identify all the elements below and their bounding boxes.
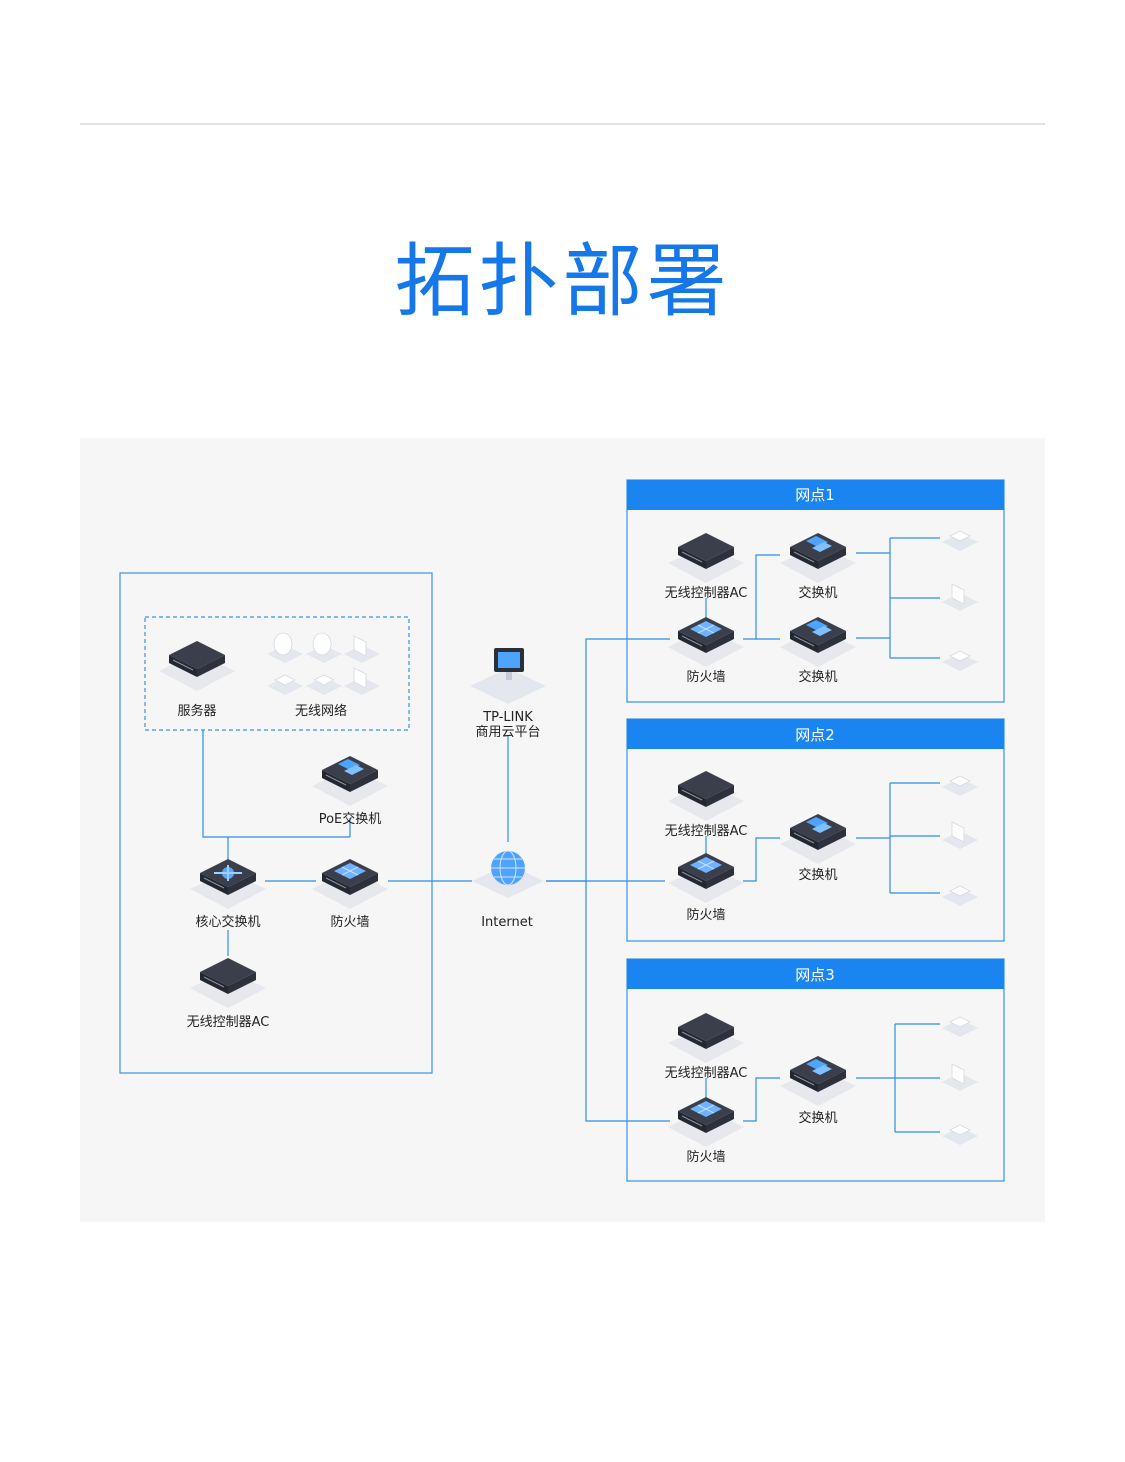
site3-ap-icon bbox=[941, 1016, 979, 1038]
site3-header-label: 网点3 bbox=[795, 966, 835, 984]
site2-header bbox=[627, 719, 1004, 749]
site2-firewall-label: 防火墙 bbox=[686, 907, 725, 923]
ap-disc-icon bbox=[305, 632, 343, 664]
site2-switch-label: 交换机 bbox=[798, 867, 837, 883]
server-link bbox=[202, 730, 350, 838]
site2-ap-icon bbox=[941, 885, 979, 907]
site3-switch-icon bbox=[780, 1056, 856, 1106]
site1-ap-icon bbox=[941, 650, 979, 672]
cloud-label-line2: 商用云平台 bbox=[475, 725, 540, 740]
site1-header bbox=[627, 480, 1004, 510]
site2-ap-icon bbox=[941, 775, 979, 797]
poe-switch-icon bbox=[312, 756, 388, 806]
cloud-label-line1: TP-LINK bbox=[482, 710, 533, 725]
site1-fw-switch-link bbox=[743, 554, 780, 640]
globe-icon bbox=[472, 850, 544, 898]
site1-ac-label: 无线控制器AC bbox=[665, 586, 748, 601]
site1-ap-links bbox=[856, 537, 940, 659]
internet-site1-link bbox=[546, 638, 670, 882]
internet-site3-link bbox=[585, 881, 670, 1122]
hq-firewall-icon bbox=[312, 859, 388, 909]
site3-header bbox=[627, 959, 1004, 989]
site2-ap-icon bbox=[941, 821, 979, 850]
site2-fw-switch-link bbox=[743, 837, 780, 882]
site2-firewall-icon bbox=[668, 853, 744, 903]
site2-switch-icon bbox=[780, 814, 856, 864]
site3-ap-icon bbox=[941, 1063, 979, 1092]
topology-panel: 服务器 无线网络 PoE交换机 核心交换机 防火墙 无线控制器AC TP-LIN… bbox=[80, 438, 1045, 1222]
site1-header-label: 网点1 bbox=[795, 486, 835, 504]
monitor-icon bbox=[470, 648, 546, 704]
topology-diagram: 服务器 无线网络 PoE交换机 核心交换机 防火墙 无线控制器AC TP-LIN… bbox=[119, 479, 1005, 1182]
ap-ceiling-icon bbox=[266, 674, 304, 696]
ap-disc-icon bbox=[266, 632, 304, 664]
site1-ap-icon bbox=[941, 583, 979, 612]
site1-switch-label: 交换机 bbox=[798, 585, 837, 601]
top-divider bbox=[80, 123, 1045, 125]
hq-frame bbox=[119, 572, 433, 1074]
hq-ac-icon bbox=[189, 957, 267, 1009]
site2-ap-links bbox=[856, 782, 940, 894]
ap-wall-icon bbox=[343, 667, 381, 696]
poe-switch-label: PoE交换机 bbox=[319, 811, 382, 827]
server-label: 服务器 bbox=[177, 703, 216, 719]
site3-firewall-icon bbox=[668, 1097, 744, 1147]
site3-ac-label: 无线控制器AC bbox=[665, 1066, 748, 1081]
hq-ac-label: 无线控制器AC bbox=[187, 1015, 270, 1030]
site3-fw-switch-link bbox=[743, 1077, 780, 1122]
wireless-network-label: 无线网络 bbox=[295, 703, 347, 719]
site3-ap-icon bbox=[941, 1124, 979, 1146]
site2-ac-icon bbox=[667, 770, 745, 822]
site1-ap-icon bbox=[941, 530, 979, 552]
ap-ceiling-icon bbox=[305, 674, 343, 696]
core-switch-icon bbox=[190, 859, 266, 909]
site2-header-label: 网点2 bbox=[795, 726, 835, 744]
server-icon bbox=[158, 640, 236, 692]
site2-ac-label: 无线控制器AC bbox=[665, 824, 748, 839]
site3-firewall-label: 防火墙 bbox=[686, 1149, 725, 1165]
site3-ac-icon bbox=[667, 1012, 745, 1064]
site1-switch-icon bbox=[780, 533, 856, 583]
site1-switch2-label: 交换机 bbox=[798, 669, 837, 685]
site1-switch2-icon bbox=[780, 617, 856, 667]
site3-ap-links bbox=[856, 1023, 940, 1133]
site1-firewall-icon bbox=[668, 617, 744, 667]
page-title: 拓扑部署 bbox=[394, 235, 731, 328]
ap-wall-icon bbox=[343, 635, 381, 664]
internet-label: Internet bbox=[481, 915, 533, 930]
site1-firewall-label: 防火墙 bbox=[686, 669, 725, 685]
site3-switch-label: 交换机 bbox=[798, 1110, 837, 1126]
hq-firewall-label: 防火墙 bbox=[330, 914, 369, 930]
site1-ac-icon bbox=[667, 532, 745, 584]
core-switch-label: 核心交换机 bbox=[195, 914, 260, 930]
